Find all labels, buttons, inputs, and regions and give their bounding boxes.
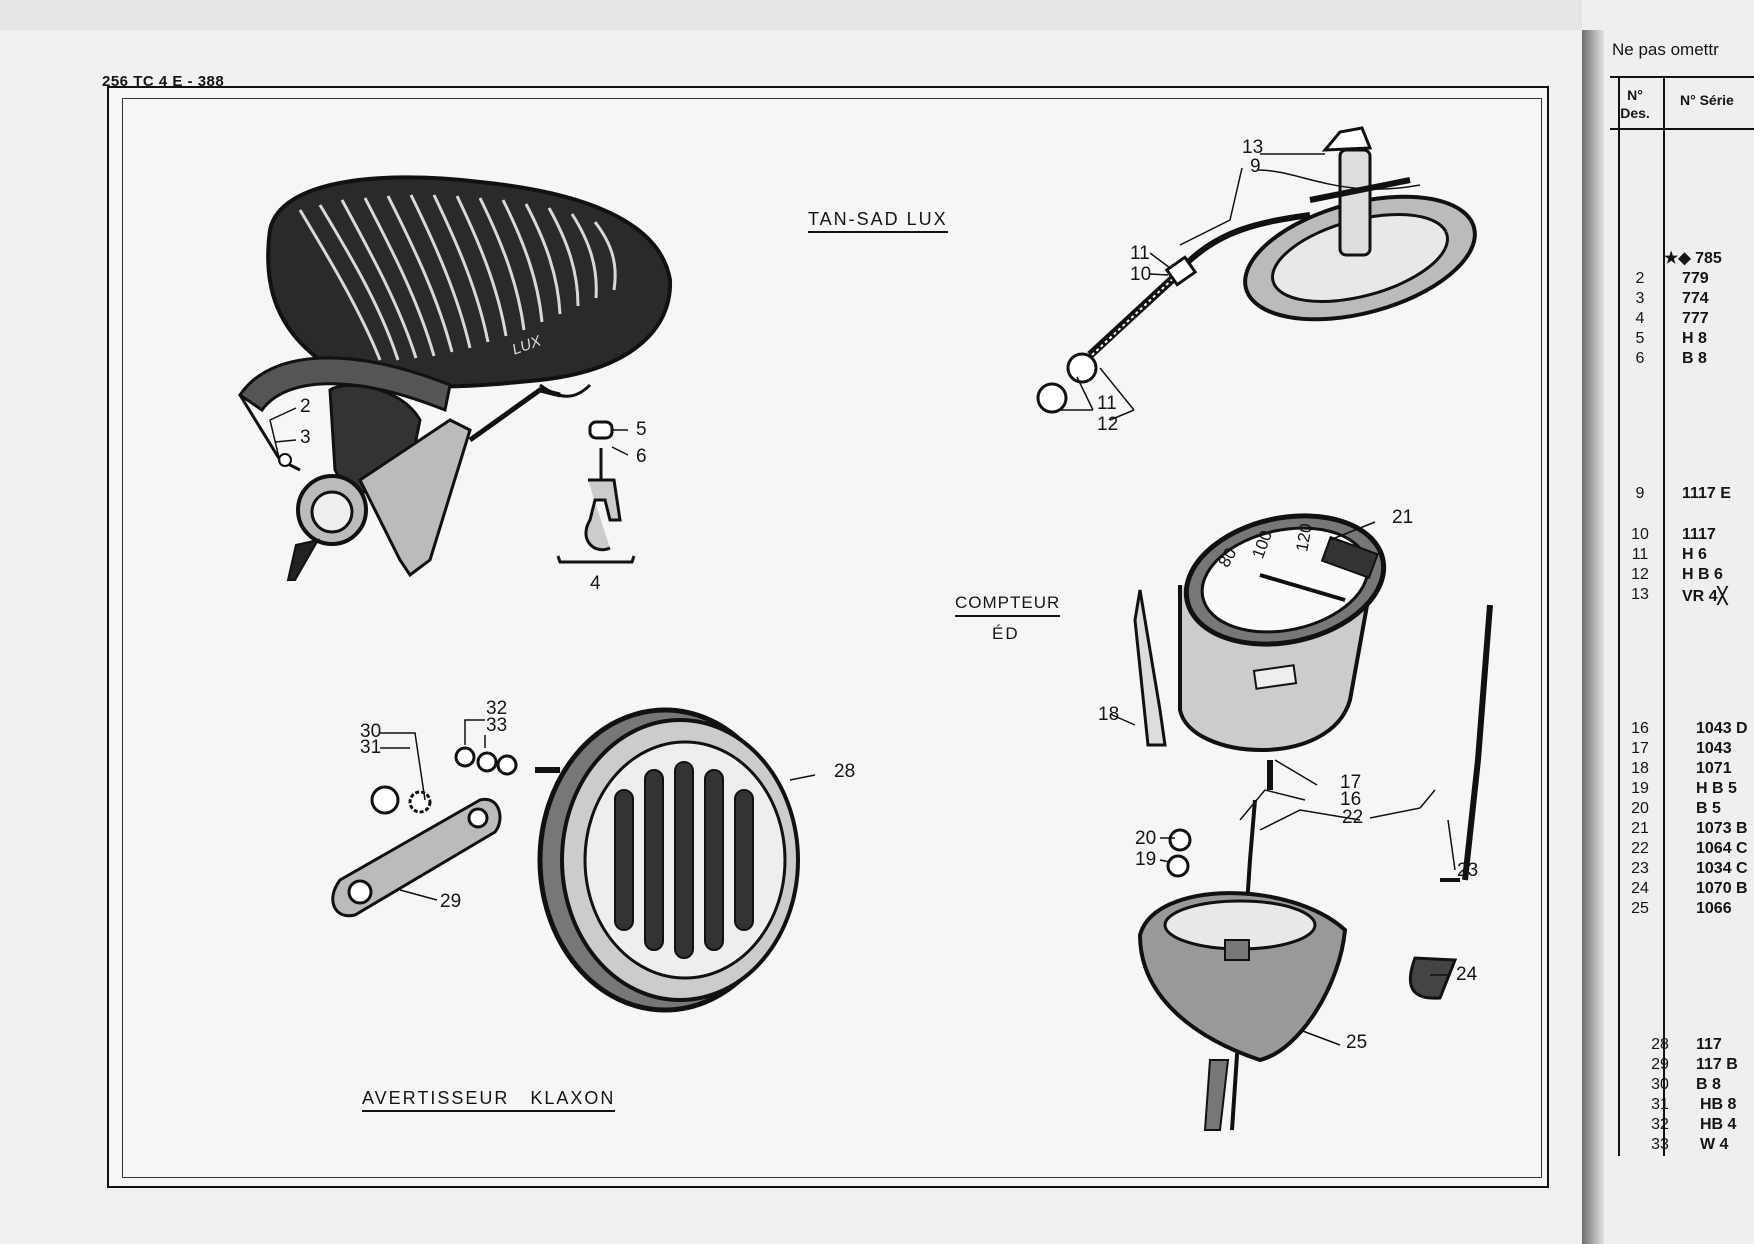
callout-23: 23 <box>1457 860 1479 881</box>
reference-heading: Ne pas omettr <box>1612 40 1719 59</box>
seat-section-title: TAN-SAD LUX <box>808 209 948 233</box>
callout-22: 22 <box>1342 807 1364 828</box>
callout-30: 30 <box>360 721 382 742</box>
col-serie-header: N° Série <box>1680 92 1734 108</box>
callout-21: 21 <box>1392 507 1414 528</box>
callout-32: 32 <box>486 698 508 719</box>
callout-13: 13 <box>1242 137 1264 158</box>
speedometer-section-title: COMPTEUR <box>955 593 1061 617</box>
callout-9: 9 <box>1250 156 1261 177</box>
horn-section-title: AVERTISSEUR KLAXON <box>362 1088 616 1112</box>
callout-16: 16 <box>1340 789 1362 810</box>
callout-25: 25 <box>1346 1032 1368 1053</box>
table-left-rule <box>1618 76 1620 1156</box>
callout-33: 33 <box>486 715 508 736</box>
callout-11-top: 11 <box>1130 243 1150 264</box>
callout-3: 3 <box>300 427 311 448</box>
callout-12: 12 <box>1097 414 1119 435</box>
horn-drawing <box>331 707 800 1013</box>
callout-20: 20 <box>1135 828 1157 849</box>
callout-18: 18 <box>1098 704 1120 725</box>
table-row: ★◆ 785 <box>1664 250 1722 267</box>
speedometer-section-subtitle: ÉD <box>992 624 1020 643</box>
callout-6: 6 <box>636 446 647 467</box>
callout-29: 29 <box>440 891 462 912</box>
table-column-rule <box>1663 76 1665 1156</box>
page-header: 256 TC 4 E - 388 <box>102 73 225 90</box>
callout-2: 2 <box>300 396 311 417</box>
callout-5: 5 <box>636 419 647 440</box>
table-top-rule <box>1610 76 1754 78</box>
page-gutter <box>1582 30 1604 1244</box>
mount-drawing <box>1036 126 1477 414</box>
reference-panel <box>1582 0 1754 1244</box>
seat-drawing <box>237 175 673 581</box>
drawing-frame-inner <box>122 98 1542 1178</box>
callout-10: 10 <box>1130 264 1152 285</box>
callout-24: 24 <box>1456 964 1478 985</box>
callout-leaders <box>269 153 1456 1046</box>
speedometer-drawing <box>1133 513 1493 1131</box>
callout-17: 17 <box>1340 772 1362 793</box>
callout-19: 19 <box>1135 849 1157 870</box>
callout-31: 31 <box>360 737 382 758</box>
table-header-rule <box>1610 128 1754 130</box>
callout-28: 28 <box>834 761 856 782</box>
col-num-header: N° Des. <box>1620 87 1650 121</box>
callout-11-bottom: 11 <box>1097 393 1117 414</box>
hook-drawing <box>556 420 636 564</box>
callout-4: 4 <box>590 573 601 594</box>
